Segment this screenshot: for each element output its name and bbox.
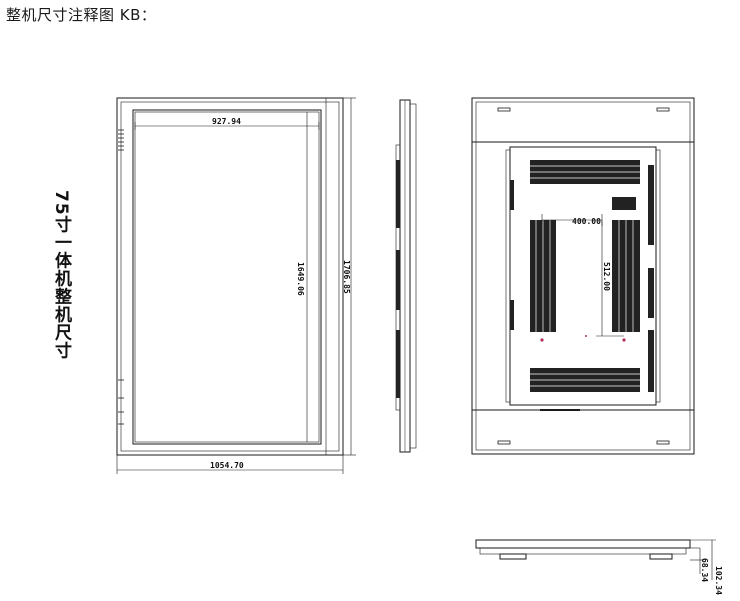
bottom-view	[475, 539, 716, 580]
page-heading: 整机尺寸注释图 KB：	[6, 6, 157, 24]
dim-inner-height: 1649.06	[296, 262, 305, 296]
rear-view	[471, 97, 695, 455]
dim-outer-height: 1706.85	[342, 260, 351, 294]
front-screen-area	[132, 109, 322, 445]
model-size-label: 75寸一体机整机尺寸	[51, 190, 71, 360]
front-outer-frame	[116, 97, 344, 456]
dim-vesa-vertical: 512.00	[602, 262, 611, 291]
vesa-holes	[540, 335, 626, 342]
dim-depth-b: 102.34	[714, 566, 723, 595]
side-view	[395, 99, 417, 453]
rear-vents	[510, 160, 654, 392]
dim-vesa-horizontal: 400.00	[572, 217, 601, 226]
dim-inner-width: 927.94	[212, 117, 241, 126]
front-view	[116, 97, 356, 474]
dim-depth-a: 68.34	[700, 558, 709, 582]
dim-outer-width: 1054.70	[210, 461, 244, 470]
